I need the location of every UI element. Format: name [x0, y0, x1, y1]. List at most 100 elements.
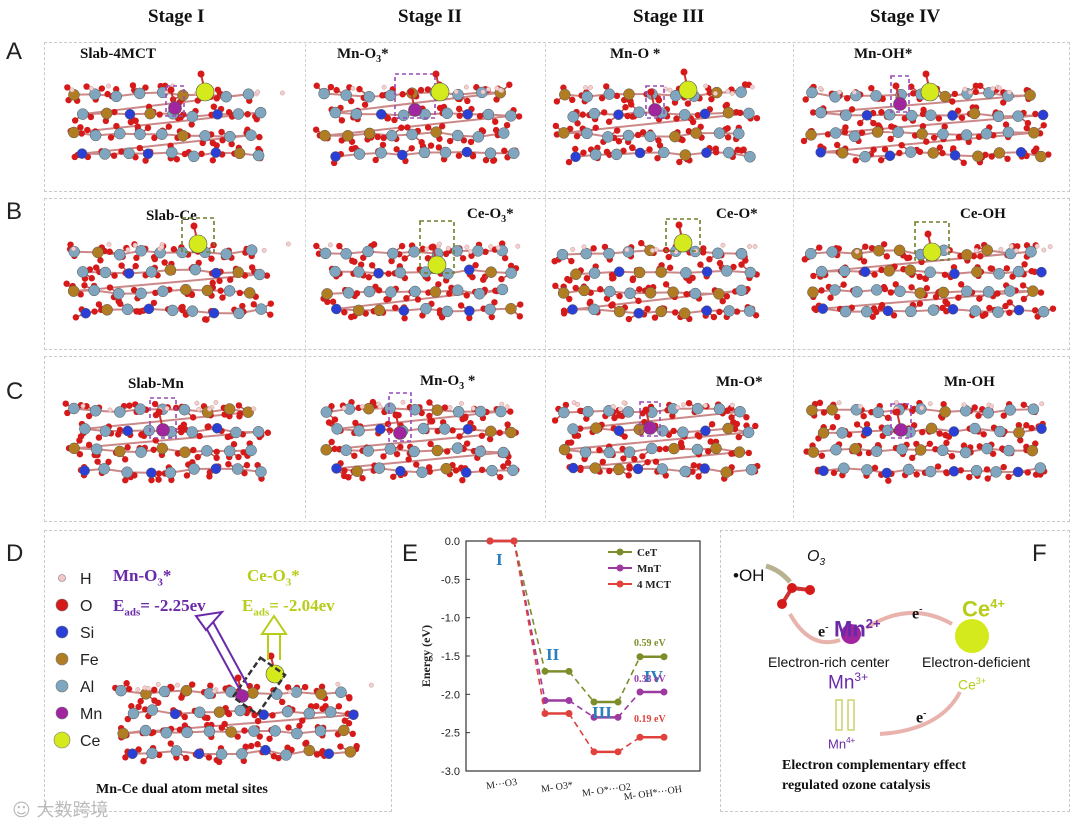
- mn-atom-c3: [639, 401, 661, 437]
- panel-f-frame: [720, 530, 1070, 812]
- ce-o3-title: Ce-O3*: [247, 566, 300, 589]
- connector: [513, 540, 546, 714]
- data-point: [541, 667, 549, 675]
- stage-label-2: II: [546, 645, 560, 664]
- legend-swatch-o: [55, 598, 69, 612]
- electron-label-1: e-: [818, 622, 829, 641]
- row-a-label-2: Mn-O3*: [337, 46, 389, 65]
- panel-f-caption-1: Electron complementary effect: [782, 758, 966, 773]
- panel-letter-d: D: [6, 540, 24, 567]
- connector: [568, 670, 595, 703]
- y-tick-label: 0.0: [445, 536, 460, 548]
- ce4-label: Ce4+: [962, 596, 1005, 622]
- x-tick-label: M···O3: [485, 777, 517, 792]
- data-point: [660, 733, 668, 741]
- oh-radical-label: •OH: [733, 566, 765, 585]
- series-4-mct: [486, 537, 668, 756]
- legend-label-o: O: [80, 598, 92, 615]
- legend-label-fe: Fe: [80, 652, 99, 669]
- mn-center-sphere: [841, 624, 861, 644]
- energy-barrier-annotation: 0.19 eV: [634, 714, 666, 725]
- mn-atom-c1: [149, 397, 177, 439]
- data-point: [590, 713, 598, 721]
- panel-c-frame: [44, 356, 1070, 522]
- chart-axes: [465, 540, 701, 772]
- row1-stage2-slab: [551, 239, 760, 323]
- row0-stage1-slab: [312, 81, 523, 167]
- legend-label-al: Al: [80, 679, 94, 696]
- stage-label-1: I: [496, 550, 503, 569]
- ce-atom-a4: [920, 70, 940, 102]
- electron-rich-label: Electron-rich center: [768, 654, 890, 670]
- legend-label-ce: Ce: [80, 733, 101, 750]
- panel-a-frame: [44, 42, 1070, 192]
- electron-deficient-label: Electron-deficient: [922, 654, 1031, 670]
- row-c-label-2: Mn-O3 *: [420, 373, 476, 392]
- mn4-label: Mn4+: [828, 736, 856, 752]
- energy-barrier-annotation: 0.59 eV: [634, 638, 666, 649]
- stage-label-3: III: [592, 703, 612, 722]
- ce-atom-b2: [419, 220, 455, 275]
- ce-atom-b4: [914, 221, 950, 262]
- legend-marker: [616, 548, 624, 556]
- legend-marker: [616, 564, 624, 572]
- legend-entry: 4 MCT: [637, 579, 672, 591]
- connector: [617, 736, 641, 753]
- energy-barrier-annotation: 0.33 eV: [634, 674, 666, 685]
- row1-stage3-slab: [801, 241, 1057, 320]
- ce-eads: Eads= -2.04ev: [242, 596, 335, 619]
- data-point: [541, 710, 549, 717]
- legend-swatch-fe: [55, 652, 69, 666]
- panel-d-slab: [112, 680, 374, 766]
- panel-letter-f: F: [1032, 540, 1047, 567]
- legend-label-h: H: [80, 571, 92, 588]
- o3-label: O3: [807, 548, 826, 569]
- legend-entry: MnT: [637, 563, 662, 575]
- panel-f-caption-2: regulated ozone catalysis: [782, 778, 931, 793]
- y-tick-label: -3.0: [441, 766, 460, 778]
- row1-stage1-slab: [313, 240, 524, 322]
- row-c-label-1: Slab-Mn: [128, 376, 184, 392]
- mn-eads: Eads= -2.25ev: [113, 596, 206, 619]
- panel-letter-c: C: [6, 378, 24, 405]
- panel-b-frame: [44, 198, 1070, 350]
- legend-label-mn: Mn: [80, 706, 102, 723]
- x-tick-label: M- O3*: [540, 780, 573, 795]
- mn2-label: Mn2+: [834, 616, 881, 642]
- panel-d-caption: Mn-Ce dual atom metal sites: [96, 782, 268, 797]
- connector: [513, 540, 546, 672]
- legend-entry: CeT: [637, 547, 658, 559]
- legend-swatch-mn: [55, 706, 69, 720]
- connector: [568, 713, 595, 753]
- electron-label-3: e-: [916, 708, 927, 727]
- legend-marker: [616, 580, 624, 588]
- y-tick-label: -2.0: [441, 689, 460, 701]
- data-point: [660, 653, 668, 661]
- y-tick-label: -0.5: [441, 574, 460, 586]
- legend-swatch-ce: [53, 731, 71, 749]
- legend-swatch-h: [58, 574, 66, 582]
- row-b-label-1: Slab-Ce: [146, 208, 197, 224]
- ce-atom-b3: [665, 218, 701, 253]
- adsorption-arrows: [194, 610, 288, 717]
- mn3-label: Mn3+: [828, 670, 869, 694]
- electron-label-2: e-: [912, 604, 923, 623]
- ce3-label: Ce3+: [958, 676, 987, 693]
- y-axis-label: Energy (eV): [419, 625, 433, 687]
- row0-stage3-slab: [800, 82, 1052, 167]
- y-tick-label: -1.0: [441, 613, 460, 625]
- mn-atom-c2: [388, 392, 412, 442]
- stage-header-4: Stage IV: [870, 6, 941, 27]
- legend-swatch-si: [55, 625, 69, 639]
- mn-atom-a3: [645, 85, 665, 119]
- connector: [617, 691, 641, 718]
- mn-atom-a2: [394, 73, 436, 119]
- row-b-label-4: Ce-OH: [960, 206, 1006, 222]
- mn-atom-a1: [165, 85, 185, 117]
- stage-label-4: IV: [644, 667, 664, 686]
- connector: [513, 540, 546, 701]
- ce-center-sphere: [955, 619, 989, 653]
- stage-header-1: Stage I: [148, 6, 205, 27]
